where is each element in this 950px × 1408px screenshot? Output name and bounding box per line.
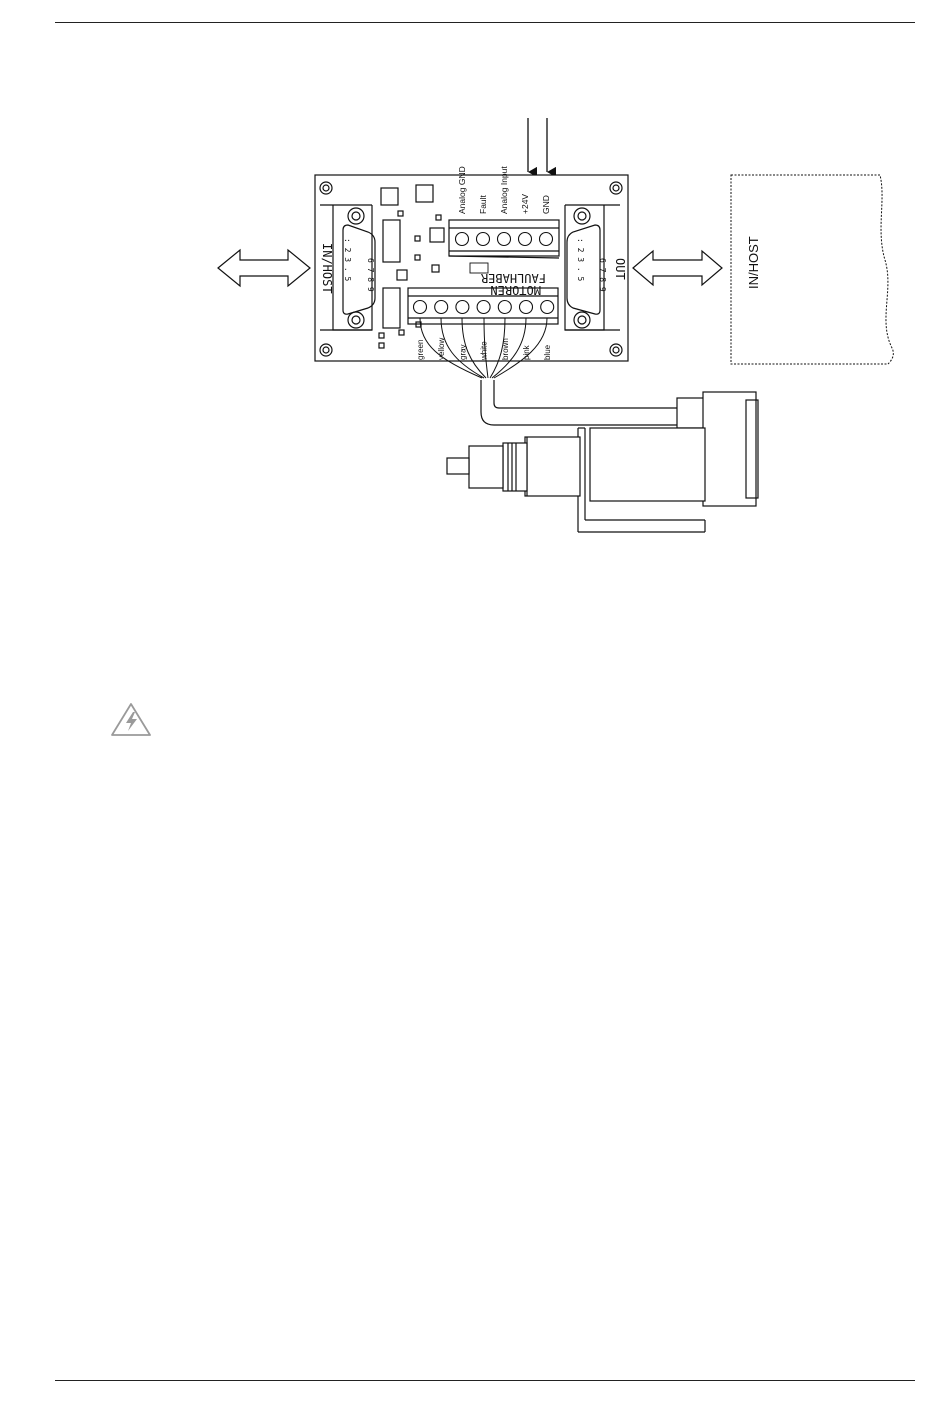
host-box-label: IN/HOST — [746, 236, 761, 289]
wire-terminal-green — [414, 301, 427, 314]
logo-line-1: FAULHABER — [480, 271, 546, 285]
terminal-label-analog-gnd: Analog GND — [457, 166, 467, 214]
wire-terminal-yellow — [435, 301, 448, 314]
wire-terminal-pink — [520, 301, 533, 314]
terminal-label-gnd: GND — [541, 195, 551, 214]
terminal-screw-analog-gnd — [456, 233, 469, 246]
left-pin-row-2: 6 7 8 9 — [366, 258, 375, 292]
wire-terminal-blue — [541, 301, 554, 314]
wire-terminal-gray — [456, 301, 469, 314]
wire-terminal-brown — [498, 301, 511, 314]
supply-wires — [528, 118, 547, 172]
terminal-screw-24v — [519, 233, 532, 246]
wire-terminal-white — [477, 301, 490, 314]
terminal-screw-fault — [477, 233, 490, 246]
motor-cable — [481, 380, 680, 425]
logo-line-2: MOTOREN — [490, 283, 541, 297]
wire-label-blue: blue — [543, 344, 552, 360]
right-port-label: OUT — [613, 258, 627, 280]
high-voltage-warning-icon — [112, 704, 150, 735]
wire-label-pink: pink — [522, 344, 531, 360]
wire-label-white: white — [480, 341, 489, 361]
right-pin-row-2: 6 7 8 9 — [598, 258, 607, 292]
terminal-label-fault: Fault — [478, 194, 488, 214]
terminal-screw-gnd — [540, 233, 553, 246]
left-bidirectional-arrow — [218, 250, 310, 286]
motor — [447, 392, 758, 532]
right-bidirectional-arrow — [633, 251, 722, 285]
terminal-label-24v: +24V — [520, 194, 530, 214]
right-pin-row-1: : 2 3 . 5 — [576, 238, 585, 282]
wire-label-green: green — [416, 340, 425, 360]
terminal-screw-analog-input — [498, 233, 511, 246]
logo-mark — [470, 263, 488, 273]
left-port-label: IN/HOST — [320, 243, 334, 294]
terminal-label-analog-input: Analog Input — [499, 166, 509, 214]
left-pin-row-1: : 2 3 . 5 — [343, 238, 352, 282]
